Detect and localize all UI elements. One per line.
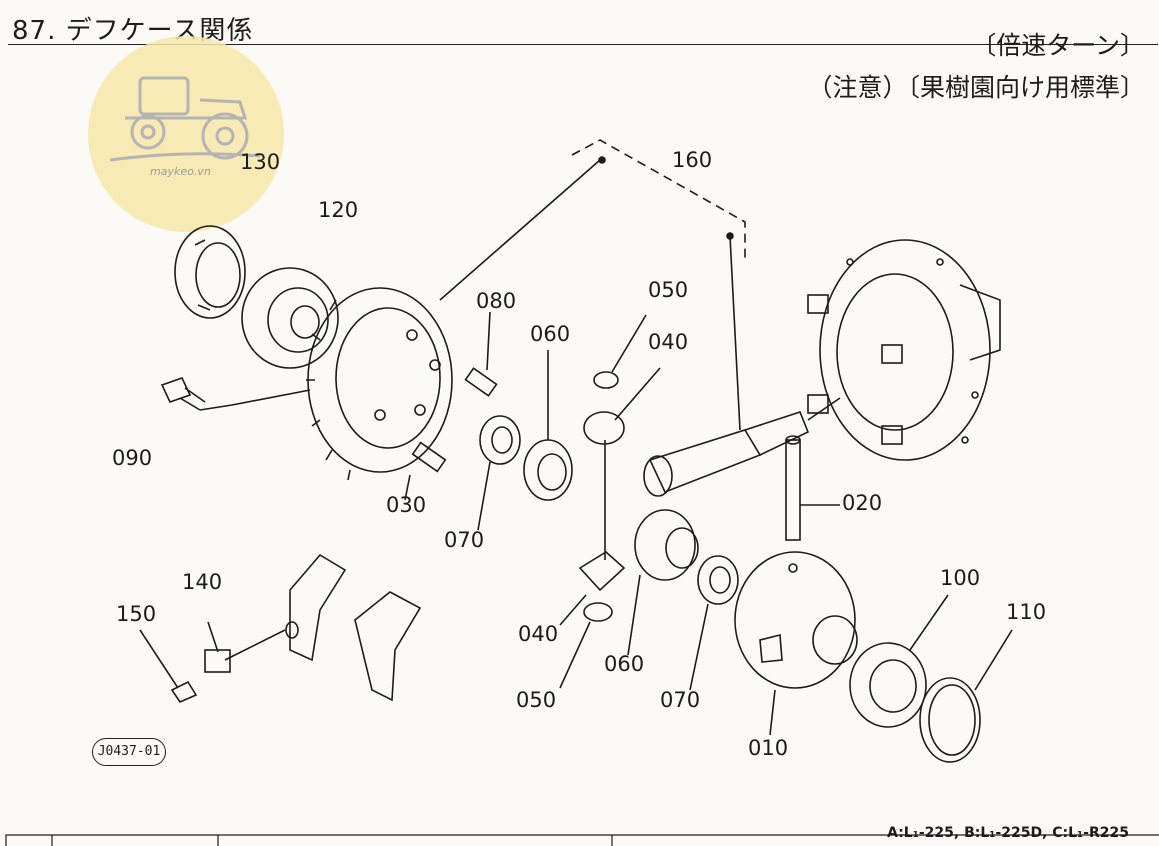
watermark-badge [88, 36, 284, 232]
label-050-upper: 050 [648, 278, 689, 302]
label-120: 120 [318, 198, 359, 222]
pin-080 [464, 367, 498, 397]
differential-carrier [807, 239, 1001, 461]
label-080: 080 [476, 289, 517, 313]
seal-130 [174, 225, 246, 319]
subtitle-orchard-standard: （注意）〔果樹園向け用標準〕 [807, 73, 1145, 102]
label-060-lower: 060 [604, 652, 645, 676]
side-gear-060-lower [627, 509, 699, 656]
bolt-090 [160, 377, 311, 411]
label-110: 110 [1006, 600, 1047, 624]
watermark-text: maykeo.vn [150, 165, 211, 178]
label-130: 130 [240, 150, 281, 174]
washer-050-upper [593, 371, 619, 389]
label-140: 140 [182, 570, 223, 594]
bearing-100 [849, 594, 949, 728]
ring-gear [306, 287, 453, 481]
label-150: 150 [116, 602, 157, 626]
pinion-040-lower [578, 551, 626, 592]
label-050-lower: 050 [516, 688, 557, 712]
label-090: 090 [112, 446, 153, 470]
label-040-lower: 040 [518, 622, 559, 646]
subtitle-speed-turn: 〔倍速ターン〕 [971, 31, 1145, 60]
bracket-left [285, 553, 422, 702]
label-100: 100 [940, 566, 981, 590]
diff-case-010 [734, 551, 858, 736]
label-040-upper: 040 [648, 330, 689, 354]
label-160: 160 [672, 148, 713, 172]
pinion-040-upper [583, 411, 625, 445]
label-070-lower: 070 [660, 688, 701, 712]
label-030: 030 [386, 493, 427, 517]
bolt-150 [170, 680, 198, 704]
title-underline [8, 44, 1158, 45]
washer-050-lower [583, 602, 613, 622]
model-note: A:L₁-225, B:L₁-225D, C:L₁-R225 [887, 825, 1129, 841]
clip-140 [204, 649, 231, 673]
ring-110 [919, 629, 1013, 763]
drive-pinion-shaft [643, 397, 841, 497]
cross-shaft-020 [785, 435, 840, 541]
pin-030 [411, 441, 447, 473]
label-020: 020 [842, 491, 883, 515]
washer-070-upper [477, 415, 521, 531]
label-010: 010 [748, 736, 789, 760]
diagram-code: J0437-01 [92, 738, 166, 766]
washer-070-lower [689, 555, 739, 691]
label-060-upper: 060 [530, 322, 571, 346]
bearing-120 [241, 267, 339, 369]
bracket-160 [571, 139, 746, 258]
side-gear-060-upper [523, 350, 573, 501]
label-070-upper: 070 [444, 528, 485, 552]
